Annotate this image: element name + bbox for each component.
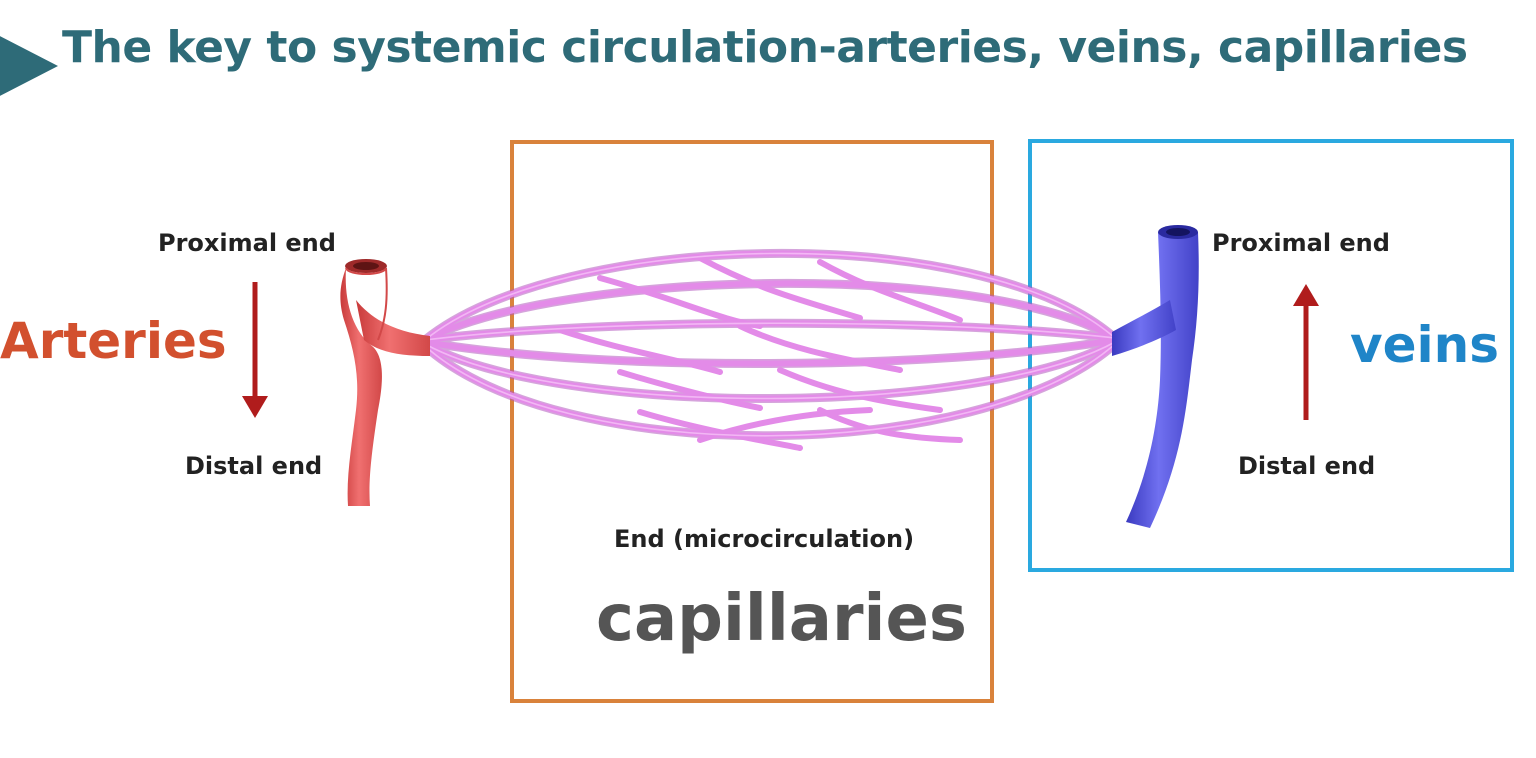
capillary-network xyxy=(420,249,1120,451)
microcirculation-caption: End (microcirculation) xyxy=(614,525,915,553)
artery-flow-arrow xyxy=(242,282,268,418)
vein-distal-label: Distal end xyxy=(1238,452,1376,480)
veins-label: veins xyxy=(1350,316,1499,374)
vein-proximal-label: Proximal end xyxy=(1212,229,1390,257)
title-marker-icon xyxy=(0,32,58,100)
capillaries-box xyxy=(510,140,994,703)
vein-flow-arrow xyxy=(1293,284,1319,420)
artery-distal-label: Distal end xyxy=(185,452,323,480)
capillaries-label: capillaries xyxy=(596,582,967,656)
page-title: The key to systemic circulation-arteries… xyxy=(62,22,1468,73)
arteries-label: Arteries xyxy=(0,312,227,370)
artery-vessel xyxy=(340,259,430,506)
vein-vessel xyxy=(1112,225,1199,528)
artery-proximal-label: Proximal end xyxy=(158,229,336,257)
